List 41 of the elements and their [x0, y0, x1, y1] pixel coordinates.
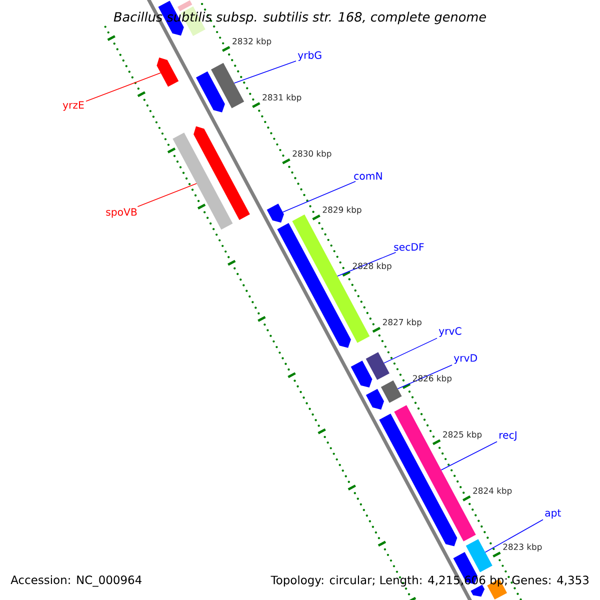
tick-label: 2824 kbp [473, 487, 512, 496]
leader-line [440, 441, 498, 470]
gene-block [211, 62, 244, 108]
gene-label: apt [545, 509, 561, 519]
gene-label: yrvD [454, 354, 477, 364]
gene-block [156, 57, 179, 87]
tick-label: 2831 kbp [262, 94, 302, 102]
gene-block [194, 126, 250, 220]
gene-block [277, 223, 351, 348]
leader-line [282, 180, 356, 213]
gene-block [380, 380, 402, 403]
gene-block [178, 0, 192, 12]
gene-block [366, 388, 384, 410]
gene-label: secDF [394, 243, 424, 251]
tick-label: 2830 kbp [292, 150, 332, 158]
tick-label: 2829 kbp [322, 206, 362, 215]
gene-block [196, 71, 225, 112]
leader-line [337, 252, 396, 276]
tick-label: 2832 kbp [232, 38, 272, 46]
gene-block [350, 360, 372, 388]
gene-label: recJ [500, 431, 516, 441]
gene-label: yrzE [62, 101, 84, 111]
gene-label: yrvC [438, 327, 462, 337]
leader-line [384, 338, 438, 364]
tick-label: 2823 kbp [503, 544, 542, 552]
leader-line [484, 519, 544, 553]
gene-block [172, 132, 233, 230]
gene-label: yrbG [298, 51, 322, 61]
leader-line [137, 183, 197, 208]
footer-text: Accession: NC_000964 [10, 575, 142, 587]
leader-line [397, 364, 452, 390]
gene-label: spoVB [106, 208, 137, 218]
gene-block [366, 352, 390, 380]
gene-label: comN [354, 172, 382, 180]
leader-line [234, 60, 296, 84]
gene-block [266, 204, 284, 223]
leader-line [86, 72, 162, 102]
gene-block [466, 539, 492, 572]
tick-label: 2827 kbp [382, 318, 422, 327]
tick-label: 2825 kbp [443, 431, 482, 440]
gene-block [470, 584, 485, 597]
